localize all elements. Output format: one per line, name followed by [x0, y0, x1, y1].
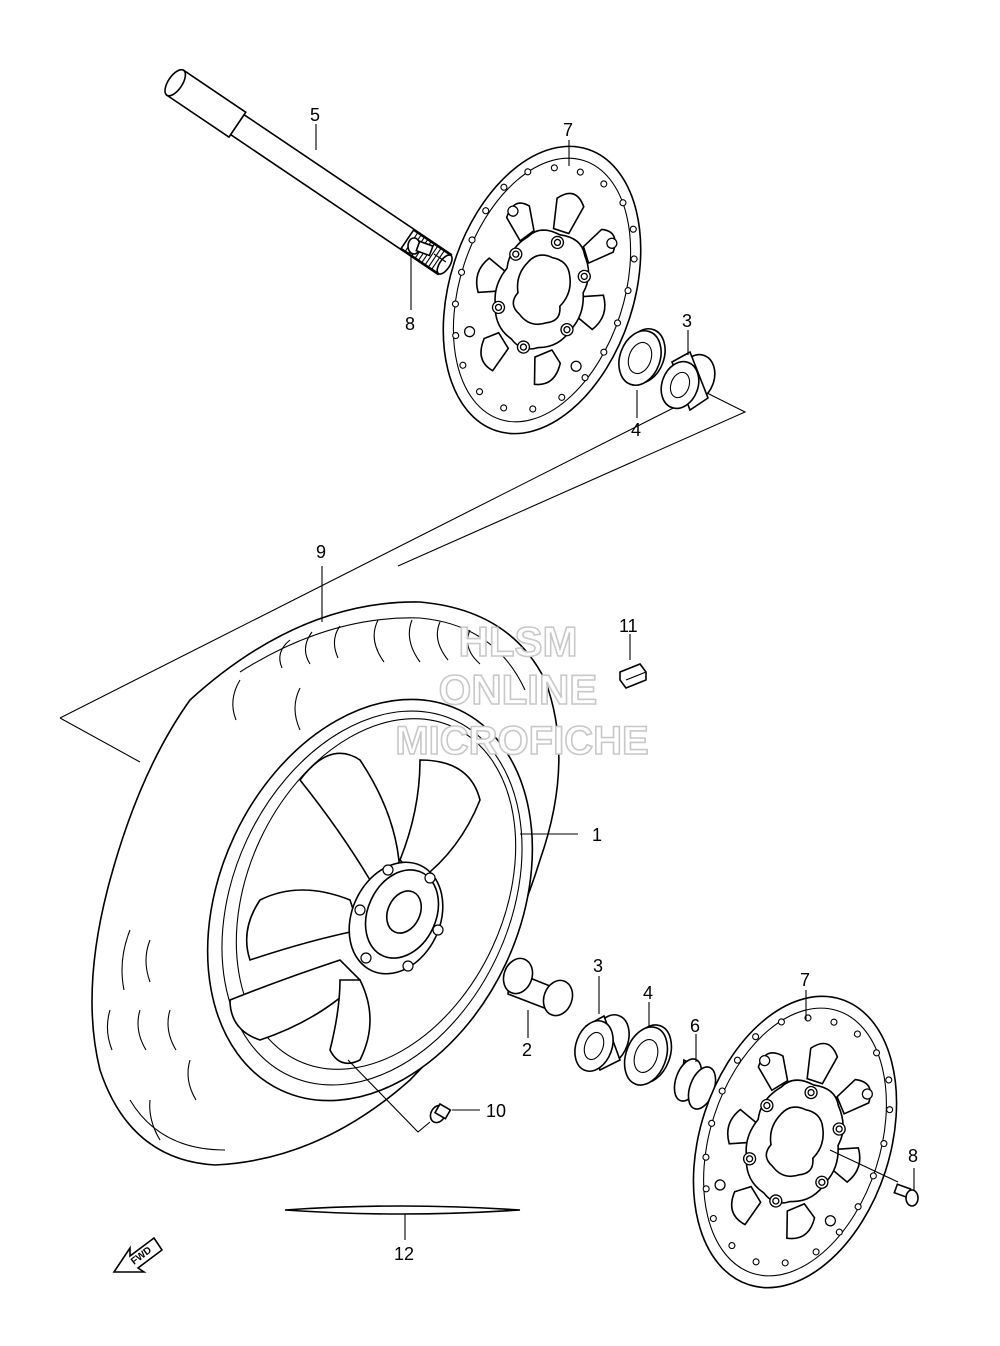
fwd-arrow-icon: FWD [112, 1236, 164, 1273]
part-labels: 1 2 3 3 4 4 5 6 7 7 8 8 9 10 11 12 [310, 105, 918, 1264]
part-label-1: 1 [592, 825, 602, 845]
part-label-7-lower: 7 [800, 970, 810, 990]
part-label-5: 5 [310, 105, 320, 125]
part-label-3-lower: 3 [593, 956, 603, 976]
part-label-11: 11 [619, 616, 638, 636]
disc-bolt-upper[interactable] [407, 237, 447, 310]
bearing-upper[interactable] [655, 330, 721, 414]
watermark-line-1: HLSM [459, 618, 578, 665]
part-label-3-upper: 3 [682, 311, 692, 331]
part-label-4-upper: 4 [631, 420, 641, 440]
oil-seal-lower[interactable] [617, 1002, 679, 1091]
balancer-weight[interactable] [619, 634, 647, 689]
part-label-7-upper: 7 [563, 120, 573, 140]
watermark-line-3: MICROFICHE [395, 719, 648, 763]
part-label-12: 12 [394, 1244, 414, 1264]
part-label-2: 2 [522, 1040, 532, 1060]
part-label-8-lower: 8 [908, 1146, 918, 1166]
part-label-9: 9 [316, 542, 326, 562]
disc-bolt-lower[interactable] [829, 1149, 919, 1207]
watermark-line-2: ONLINE [439, 666, 598, 713]
part-label-4-lower: 4 [643, 983, 653, 1003]
collar[interactable] [669, 1034, 721, 1113]
watermark: HLSM ONLINE MICROFICHE [395, 617, 650, 764]
rim-tape[interactable] [284, 1205, 521, 1240]
part-label-8-upper: 8 [405, 314, 415, 334]
brake-disc-upper[interactable] [409, 121, 675, 459]
brake-disc-lower[interactable] [658, 970, 931, 1314]
oil-seal-upper[interactable] [612, 323, 673, 418]
wheel-spacer[interactable] [499, 954, 578, 1038]
wheel-rim[interactable] [145, 646, 594, 1153]
assembly-boundary [59, 391, 747, 763]
tire-valve[interactable] [347, 1059, 480, 1133]
part-label-10: 10 [486, 1101, 506, 1121]
bearing-lower[interactable] [568, 976, 636, 1077]
axle-shaft[interactable] [161, 66, 457, 279]
part-label-6: 6 [690, 1016, 700, 1036]
